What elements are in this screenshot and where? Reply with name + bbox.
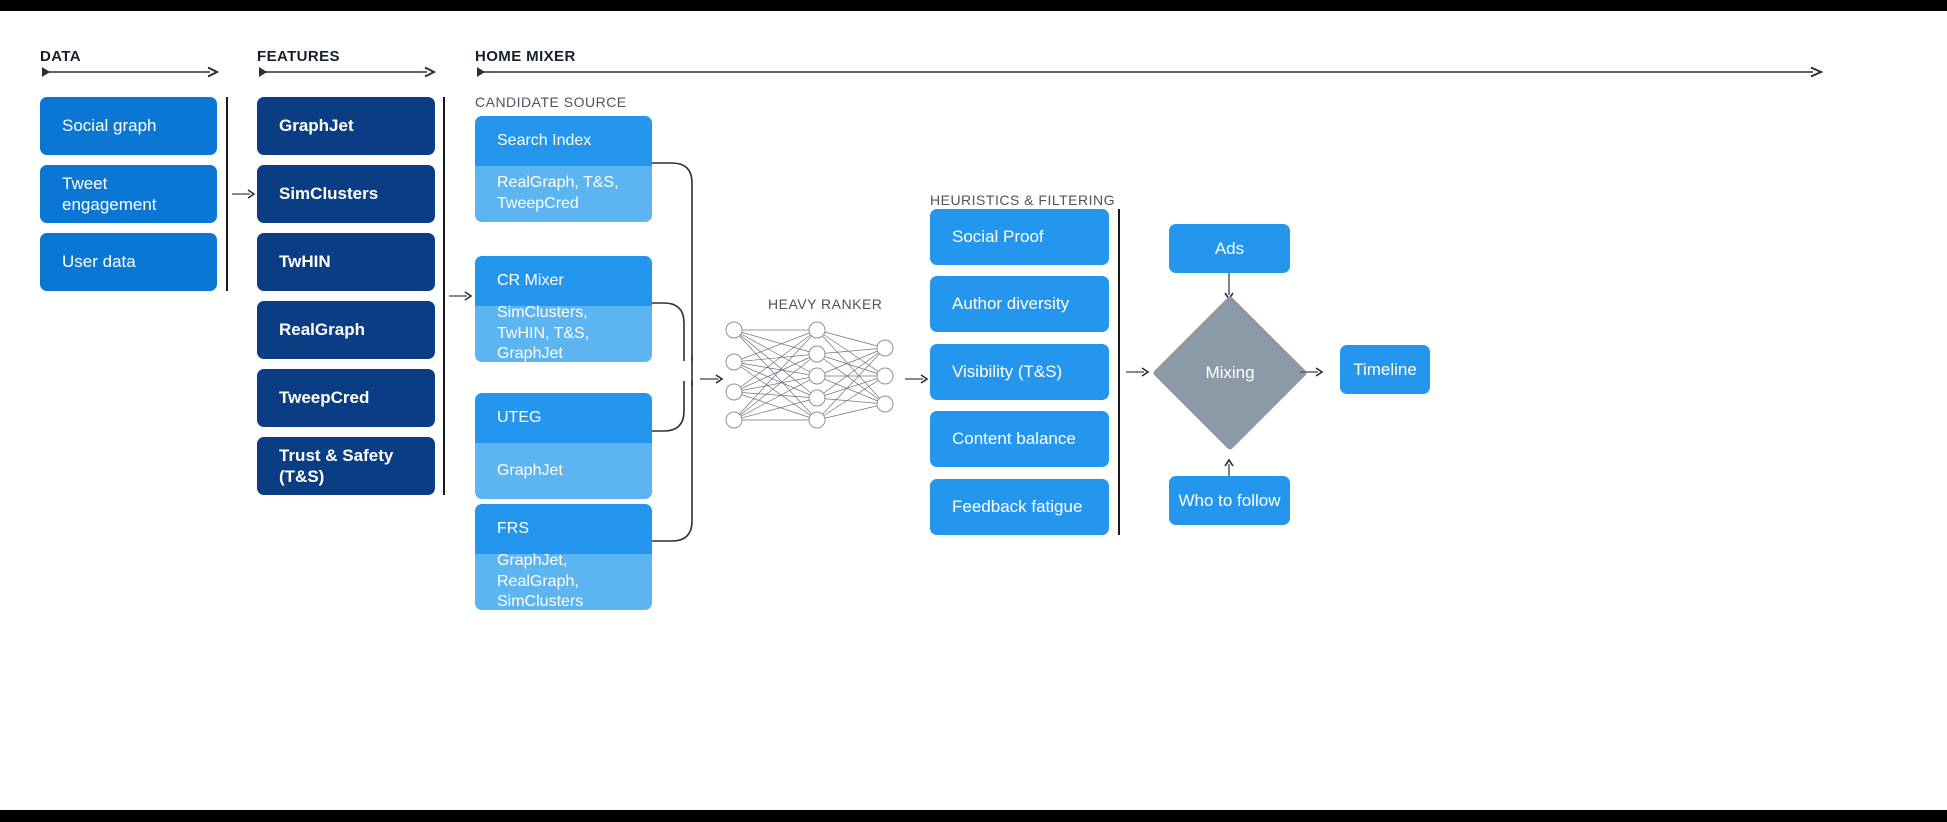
section-header-data: DATA [40,48,82,65]
candidate-source-features: GraphJet [475,443,652,499]
arrow-candidate-source-to-heavy-ranker [700,372,724,386]
candidate-source-name: UTEG [475,393,652,443]
heuristic-item-feedback-fatigue[interactable]: Feedback fatigue [930,479,1109,535]
feature-item-label: RealGraph [279,320,365,340]
arrow-features-to-home-mixer [449,289,473,303]
data-item-tweet-engagement[interactable]: Tweet engagement [40,165,217,223]
section-header-features: FEATURES [257,48,340,65]
subsection-header-candidate-source: CANDIDATE SOURCE [475,94,627,110]
arrow-mixing-to-timeline [1300,365,1324,379]
data-item-label: Tweet engagement [62,173,157,214]
output-box-who-to-follow[interactable]: Who to follow [1169,476,1290,525]
candidate-source-name: CR Mixer [475,256,652,306]
arrow-heavy-ranker-to-heuristics [905,372,929,386]
heuristic-item-author-diversity[interactable]: Author diversity [930,276,1109,332]
candidate-source-card-search-index[interactable]: Search Index RealGraph, T&S, TweepCred [475,116,652,222]
data-item-label: Social graph [62,116,157,136]
mixing-label: Mixing [1205,363,1255,382]
feature-item-label: TwHIN [279,252,331,272]
section-header-home-mixer: HOME MIXER [475,48,576,65]
features-column-divider [443,97,445,495]
candidate-source-card-cr-mixer[interactable]: CR Mixer SimClusters, TwHIN, T&S, GraphJ… [475,256,652,362]
heuristic-item-label: Content balance [952,429,1076,449]
output-box-label: Ads [1214,238,1245,258]
data-header-arrow [40,66,220,78]
candidate-source-name: Search Index [475,116,652,166]
heuristic-item-visibility[interactable]: Visibility (T&S) [930,344,1109,400]
feature-item-twhin[interactable]: TwHIN [257,233,435,291]
subsection-header-heuristics: HEURISTICS & FILTERING [930,192,1115,208]
heuristic-item-label: Visibility (T&S) [952,362,1063,382]
heuristic-item-label: Author diversity [952,294,1070,314]
arrow-heuristics-to-mixing [1126,365,1150,379]
feature-item-graphjet[interactable]: GraphJet [257,97,435,155]
home-mixer-header-arrow [475,66,1825,78]
candidate-source-name: FRS [475,504,652,554]
output-box-ads[interactable]: Ads [1169,224,1290,273]
heuristic-item-social-proof[interactable]: Social Proof [930,209,1109,265]
output-box-timeline[interactable]: Timeline [1340,345,1430,394]
heuristic-item-content-balance[interactable]: Content balance [930,411,1109,467]
candidate-source-merge-connectors [650,131,710,551]
data-item-user-data[interactable]: User data [40,233,217,291]
data-item-label: User data [62,252,136,272]
candidate-source-card-uteg[interactable]: UTEG GraphJet [475,393,652,499]
feature-item-realgraph[interactable]: RealGraph [257,301,435,359]
output-box-label: Timeline [1353,359,1417,379]
heuristic-item-label: Social Proof [952,227,1044,247]
subsection-header-heavy-ranker: HEAVY RANKER [768,296,883,312]
feature-item-label: Trust & Safety (T&S) [279,445,394,486]
arrow-data-to-features [232,187,256,201]
heuristics-column-divider [1118,209,1120,535]
output-box-label: Who to follow [1178,490,1281,510]
data-item-social-graph[interactable]: Social graph [40,97,217,155]
heuristic-item-label: Feedback fatigue [952,497,1083,517]
feature-item-label: TweepCred [279,388,370,408]
heavy-ranker-neural-network [722,316,897,431]
feature-item-label: SimClusters [279,184,379,204]
candidate-source-features: GraphJet, RealGraph, SimClusters [475,552,652,610]
data-column-divider [226,97,228,291]
features-header-arrow [257,66,437,78]
candidate-source-features: SimClusters, TwHIN, T&S, GraphJet [475,304,652,362]
feature-item-label: GraphJet [279,116,354,136]
feature-item-simclusters[interactable]: SimClusters [257,165,435,223]
candidate-source-features: RealGraph, T&S, TweepCred [475,166,652,222]
feature-item-trust-and-safety[interactable]: Trust & Safety (T&S) [257,437,435,495]
feature-item-tweepcred[interactable]: TweepCred [257,369,435,427]
candidate-source-card-frs[interactable]: FRS GraphJet, RealGraph, SimClusters [475,504,652,610]
diagram-sheet: DATA Social graph Tweet engagement User … [0,11,1947,810]
